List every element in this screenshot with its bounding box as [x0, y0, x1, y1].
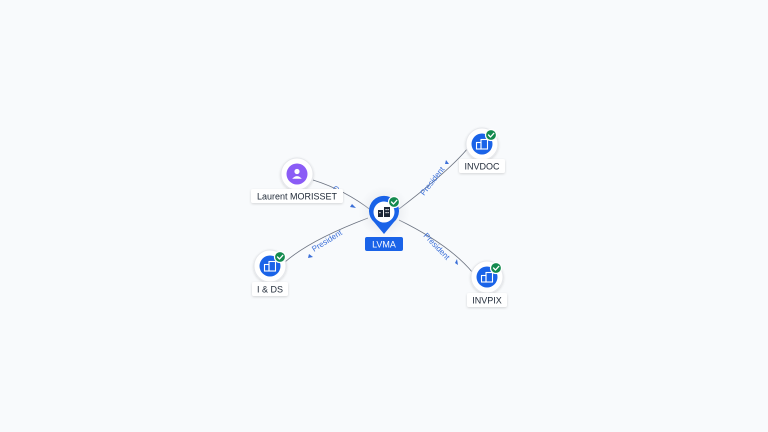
- node-lvma[interactable]: LVMA: [358, 186, 410, 251]
- edge-arrow: [445, 160, 449, 164]
- node-i-ds[interactable]: I & DS: [252, 249, 288, 296]
- node-label-lvma: LVMA: [372, 240, 396, 250]
- edge-label-ids: President: [310, 228, 344, 254]
- edge-arrow: [455, 259, 458, 265]
- building-icon: [475, 138, 489, 150]
- building-icon: [480, 271, 494, 283]
- node-label-box: [467, 293, 507, 307]
- node-label-invpix: INVPIX: [472, 296, 502, 306]
- edge-lvma-invdoc[interactable]: [398, 147, 469, 210]
- node-laurent-morisset[interactable]: Laurent MORISSET: [251, 157, 343, 203]
- node-label-box: [252, 282, 288, 296]
- node-invdoc[interactable]: INVDOC: [459, 127, 505, 173]
- node-label-ids: I & DS: [257, 285, 283, 295]
- building-icon: [378, 207, 390, 217]
- node-label-invdoc: INVDOC: [464, 162, 500, 172]
- edge-lvma-invpix[interactable]: [398, 219, 474, 274]
- node-label-laurent: Laurent MORISSET: [257, 192, 338, 202]
- edge-lvma-ids[interactable]: [284, 217, 369, 263]
- edge-label-invdoc: President: [418, 164, 446, 197]
- node-label-box: [459, 159, 505, 173]
- node-invpix[interactable]: INVPIX: [467, 260, 507, 307]
- verified-check-icon: [387, 195, 401, 209]
- node-label-box: [251, 189, 343, 203]
- verified-check-icon: [273, 250, 287, 264]
- edge-label-invpix: President: [422, 231, 452, 262]
- person-icon: [292, 168, 302, 179]
- building-icon: [263, 260, 277, 272]
- node-label-box: [365, 237, 403, 251]
- edge-arrow: [350, 204, 356, 208]
- verified-check-icon: [484, 128, 498, 142]
- verified-check-icon: [489, 261, 503, 275]
- edge-arrow: [308, 254, 313, 258]
